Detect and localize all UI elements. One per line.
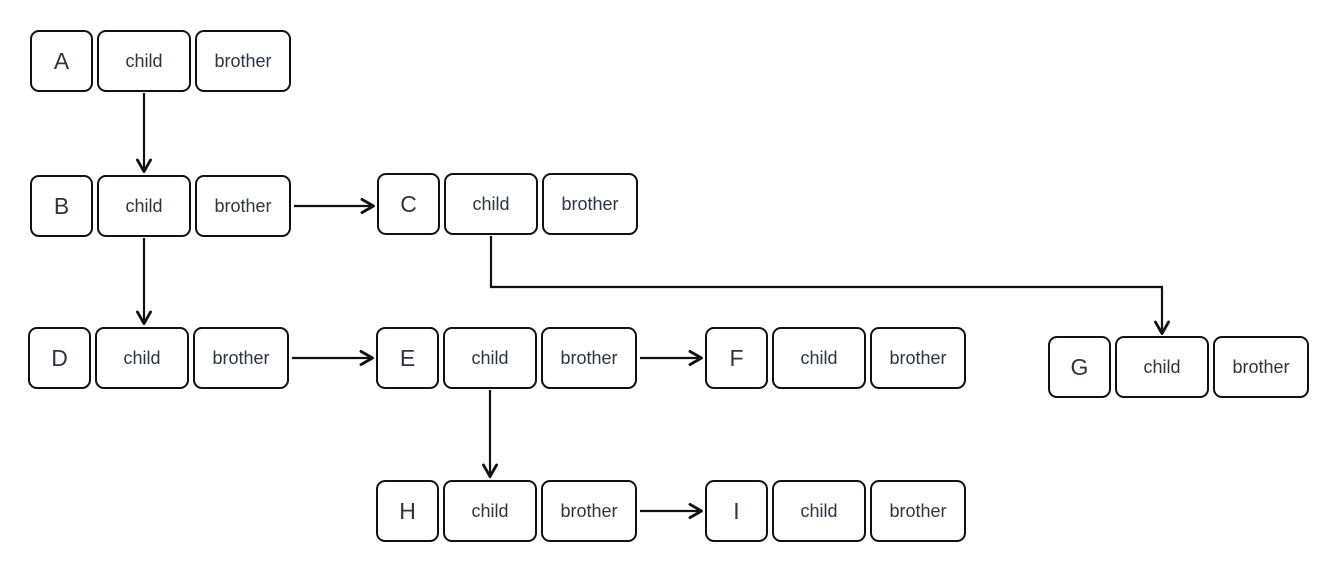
edge-C-child-to-G [489,236,1171,335]
node-F-child-box: child [772,327,866,389]
node-A-label-box: A [30,30,93,92]
node-B-label-box: B [30,175,93,237]
node-F-brother-box: brother [870,327,966,389]
node-G-label-box: G [1048,336,1111,398]
node-I-label-box: I [705,480,768,542]
node-H-child-box: child [443,480,537,542]
node-E-child-box: child [443,327,537,389]
node-C-child-box: child [444,173,538,235]
node-F-label-box: F [705,327,768,389]
node-I-child-box: child [772,480,866,542]
node-B-brother-box: brother [195,175,291,237]
node-E-brother-box: brother [541,327,637,389]
node-G-child-box: child [1115,336,1209,398]
node-A-child-box: child [97,30,191,92]
node-H-brother-box: brother [541,480,637,542]
node-D-child-box: child [95,327,189,389]
node-A-brother-box: brother [195,30,291,92]
node-B-child-box: child [97,175,191,237]
node-E-label-box: E [376,327,439,389]
node-D-label-box: D [28,327,91,389]
node-G-brother-box: brother [1213,336,1309,398]
node-D-brother-box: brother [193,327,289,389]
node-H-label-box: H [376,480,439,542]
node-I-brother-box: brother [870,480,966,542]
node-C-label-box: C [377,173,440,235]
node-C-brother-box: brother [542,173,638,235]
